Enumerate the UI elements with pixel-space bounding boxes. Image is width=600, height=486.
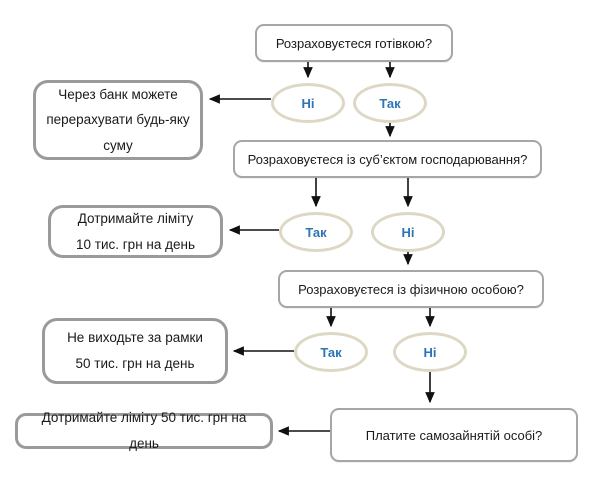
outcome-limit-50k-frames-box: Не виходьте за рамки 50 тис. грн на день <box>42 318 228 384</box>
outcome-limit-10k-box: Дотримайте ліміту 10 тис. грн на день <box>48 205 223 258</box>
answer-yes-individual-oval: Так <box>294 332 368 372</box>
answer-yes-cash-oval: Так <box>353 83 427 123</box>
answer-no-cash-oval: Ні <box>271 83 345 123</box>
outcome-bank-box: Через банк можете перерахувати будь-яку … <box>33 80 203 160</box>
question-individual-box: Розраховуєтеся із фізичною особою? <box>278 270 544 308</box>
question-self-employed-box: Платите самозайнятій особі? <box>330 408 578 462</box>
answer-no-individual-oval: Ні <box>393 332 467 372</box>
question-business-entity-box: Розраховуєтеся із суб’єктом господарюван… <box>233 140 542 178</box>
answer-no-business-oval: Ні <box>371 212 445 252</box>
answer-yes-business-oval: Так <box>279 212 353 252</box>
question-cash-box: Розраховуєтеся готівкою? <box>255 24 453 62</box>
outcome-limit-50k-box: Дотримайте ліміту 50 тис. грн на день <box>15 410 273 451</box>
